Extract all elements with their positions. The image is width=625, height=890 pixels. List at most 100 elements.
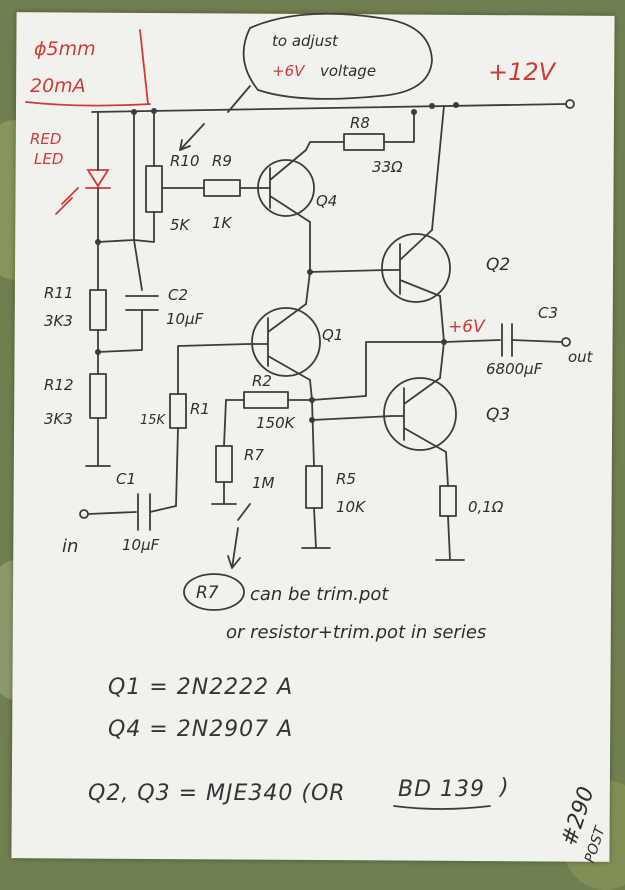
r1-resistor [169, 393, 187, 429]
c3-output-wire [511, 339, 563, 343]
c1-capacitor [137, 493, 151, 531]
schematic-diagram: ϕ5mm 20mA RED LED to adjust +6V voltage … [25, 12, 609, 865]
r5-ground [301, 507, 331, 549]
r10-potentiometer [145, 165, 163, 213]
midpoint-label: +6V [448, 317, 486, 337]
adjust-note-cloud [242, 12, 433, 100]
q2-base-wire [309, 269, 389, 273]
r12-ground [85, 417, 111, 467]
r10-value: 5K [170, 216, 191, 234]
q1-base-wire [177, 343, 249, 395]
led-type-text: LED [34, 150, 63, 168]
q1-name: Q1 [322, 326, 343, 344]
r2-name: R2 [252, 372, 272, 390]
r7-note-line1: can be trim.pot [250, 584, 389, 605]
r7-name: R7 [244, 446, 264, 464]
c2-top-wire [133, 239, 143, 291]
led-symbol [86, 169, 110, 188]
led-note-underline [25, 101, 151, 107]
r8-value: 33Ω [372, 158, 403, 176]
feedback-wire [365, 341, 445, 397]
r11-value: 3K3 [44, 312, 73, 330]
led-color-text: RED [30, 130, 61, 148]
adjust-note-line3: voltage [320, 62, 376, 80]
r7-ground [211, 481, 237, 505]
emitter-resistor [439, 485, 457, 517]
r12-name: R12 [44, 376, 74, 394]
r7-top-wire [223, 399, 227, 447]
q3-leads [391, 377, 447, 453]
r5-top-wire [311, 399, 315, 467]
r2-resistor [243, 391, 289, 409]
q3-ground [435, 515, 465, 561]
q1-emitter-wire [309, 379, 313, 401]
q2-transistor [381, 233, 451, 303]
parts-q4: Q4 = 2N2907 A [108, 717, 293, 742]
r1-name: R1 [190, 400, 210, 418]
parts-q1: Q1 = 2N2222 A [108, 675, 293, 700]
output-label: out [568, 348, 594, 366]
q2-emitter-wire [439, 295, 445, 343]
r7-mark [237, 503, 251, 521]
q4-name: Q4 [316, 192, 337, 210]
r9-name: R9 [212, 152, 232, 170]
q3-name: Q3 [486, 405, 510, 425]
r7-note-circle [183, 573, 245, 611]
r1-value: 15K [140, 413, 167, 428]
junction-dot [429, 103, 435, 109]
supply-rail [91, 103, 567, 113]
adjust-note-line2: +6V [272, 62, 306, 80]
r7-note-line2: or resistor+trim.pot in series [226, 622, 486, 643]
c2-bottom-wire [97, 309, 143, 353]
input-label: in [62, 536, 78, 557]
input-wire [87, 511, 137, 515]
r10-adjust-arrow [179, 123, 205, 151]
r7-value: 1M [252, 474, 275, 492]
r9-resistor [203, 179, 241, 197]
r5-name: R5 [336, 470, 356, 488]
c1-value: 10μF [122, 536, 160, 554]
r7-note-arrow [227, 527, 241, 569]
c2-capacitor [125, 295, 159, 311]
r12-value: 3K3 [44, 410, 73, 428]
junction-dot [411, 109, 417, 115]
adjust-note-line1: to adjust [272, 32, 339, 50]
led-note-bracket [139, 29, 149, 105]
q1-transistor [251, 307, 321, 377]
q1-collector-wire [305, 271, 311, 305]
junction-dot [453, 102, 459, 108]
led-current-text: 20mA [30, 75, 86, 97]
q3-transistor [383, 377, 457, 451]
emitter-resistor-value: 0,1Ω [468, 498, 504, 516]
c2-name: C2 [168, 286, 188, 304]
supply-terminal[interactable] [565, 99, 575, 109]
parts-q23-main: Q2, Q3 = MJE340 (OR [88, 781, 346, 806]
r5-value: 10K [336, 498, 366, 516]
r5-resistor [305, 465, 323, 509]
q4-transistor [257, 159, 315, 217]
r8-resistor [343, 133, 385, 151]
q4-leads [259, 149, 311, 223]
led-size-text: ϕ5mm [34, 38, 96, 60]
r9-value: 1K [212, 214, 233, 232]
c1-name: C1 [116, 470, 136, 488]
q1-leads [247, 303, 311, 381]
q3-collector-wire [439, 341, 445, 379]
r8-name: R8 [350, 114, 370, 132]
r12-resistor [89, 373, 107, 419]
r10-bottom-wire [133, 211, 155, 243]
adjust-note-pointer [227, 85, 251, 113]
parts-q23-alt: BD 139 [398, 777, 485, 802]
c3-capacitor [501, 323, 513, 357]
r11-name: R11 [44, 284, 74, 302]
input-terminal[interactable] [79, 509, 89, 519]
r2-value: 150K [256, 414, 296, 432]
q3-base-wire [311, 415, 393, 421]
output-terminal[interactable] [561, 337, 571, 347]
r10-name: R10 [170, 152, 200, 170]
parts-q23-alt-underline [393, 805, 491, 810]
q2-collector-wire [431, 105, 445, 231]
r1-c1-wire [175, 427, 179, 507]
q4-emitter-wire [305, 141, 345, 151]
c1-r1-wire [149, 505, 177, 513]
